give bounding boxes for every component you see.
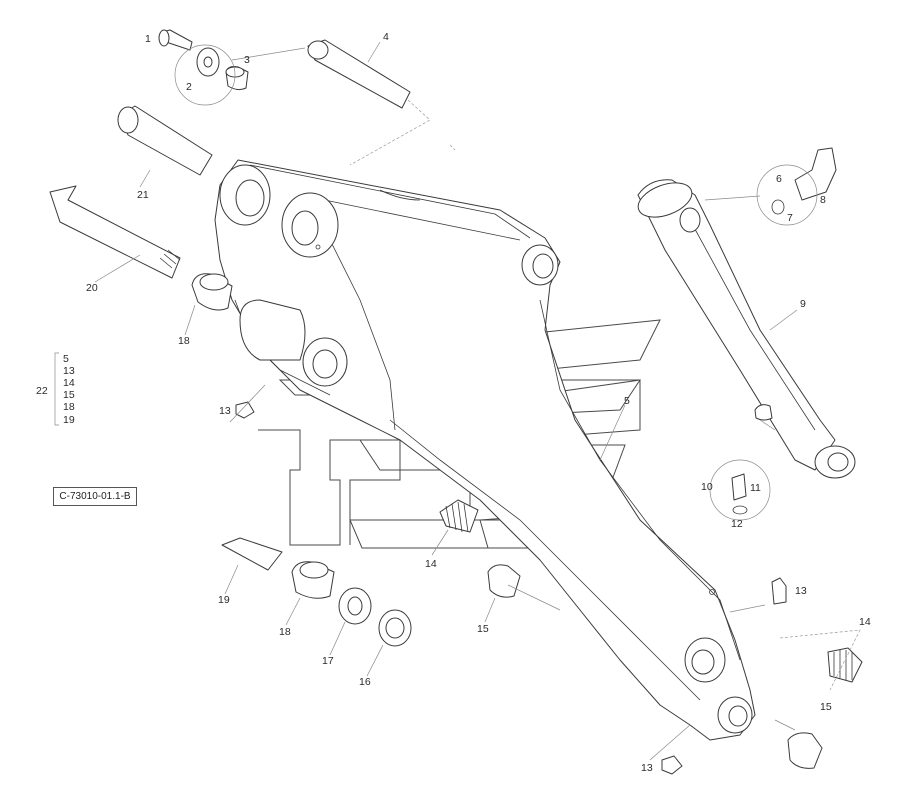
callout-1: 1 <box>145 33 151 45</box>
washer-17 <box>338 587 372 625</box>
callout-4: 4 <box>383 31 389 43</box>
drawing-reference-code: C-73010-01.1-B <box>53 487 137 506</box>
callout-9: 9 <box>800 298 806 310</box>
pin-21 <box>117 105 213 176</box>
threaded-pin-20 <box>49 185 181 279</box>
group-item: 5 <box>63 353 69 365</box>
group-item: 14 <box>63 377 75 389</box>
group-item: 19 <box>63 414 75 426</box>
bushing-18a <box>191 273 233 311</box>
callout-5: 5 <box>624 395 630 407</box>
grease-nipple-13c <box>661 755 683 775</box>
bushing-3 <box>225 66 249 91</box>
callout-15b: 15 <box>820 701 832 713</box>
split-sleeve-19 <box>221 537 283 571</box>
callout-14b: 14 <box>859 616 871 628</box>
callout-19: 19 <box>218 594 230 606</box>
leader-lines <box>54 41 861 761</box>
callout-13b: 13 <box>795 585 807 597</box>
grease-nipple-13b <box>771 577 787 605</box>
bolt-1 <box>158 29 193 51</box>
callout-12: 12 <box>731 518 743 530</box>
callout-labels: 1 2 3 4 5 6 7 8 9 10 11 12 13 13 13 14 1… <box>86 31 871 774</box>
bushing-15b <box>787 732 823 769</box>
callout-18a: 18 <box>178 335 190 347</box>
callout-3: 3 <box>244 54 250 66</box>
callout-15a: 15 <box>477 623 489 635</box>
group-item: 13 <box>63 365 75 377</box>
group-22-legend: 22 5 13 14 15 18 19 <box>36 353 75 426</box>
grease-nipple-13a <box>235 401 255 419</box>
callout-13c: 13 <box>641 762 653 774</box>
callout-10: 10 <box>701 481 713 493</box>
callout-18b: 18 <box>279 626 291 638</box>
callout-21: 21 <box>137 189 149 201</box>
callout-16: 16 <box>359 676 371 688</box>
straight-fitting-11 <box>731 473 747 501</box>
hydraulic-cylinder <box>637 179 856 479</box>
o-ring-7 <box>771 199 785 215</box>
bushing-18b <box>291 561 335 599</box>
pin-4 <box>307 39 411 109</box>
callout-13a: 13 <box>219 405 231 417</box>
callout-7: 7 <box>787 212 793 224</box>
bushing-15a <box>487 564 521 598</box>
washer-2 <box>196 47 220 77</box>
callout-20: 20 <box>86 282 98 294</box>
o-ring-12 <box>732 505 748 515</box>
seal-16 <box>378 609 412 647</box>
group-22-label: 22 <box>36 385 48 397</box>
boom-arm <box>214 159 756 741</box>
group-item: 18 <box>63 401 75 413</box>
callout-11: 11 <box>750 482 761 494</box>
group-item: 15 <box>63 389 75 401</box>
elbow-fitting-8 <box>794 147 837 201</box>
knurled-bushing-14b <box>827 647 863 683</box>
knurled-bushing-14a <box>439 499 479 533</box>
callout-17: 17 <box>322 655 334 667</box>
callout-8: 8 <box>820 194 826 206</box>
callout-14a: 14 <box>425 558 437 570</box>
callout-2: 2 <box>186 81 192 93</box>
callout-6: 6 <box>776 173 782 185</box>
